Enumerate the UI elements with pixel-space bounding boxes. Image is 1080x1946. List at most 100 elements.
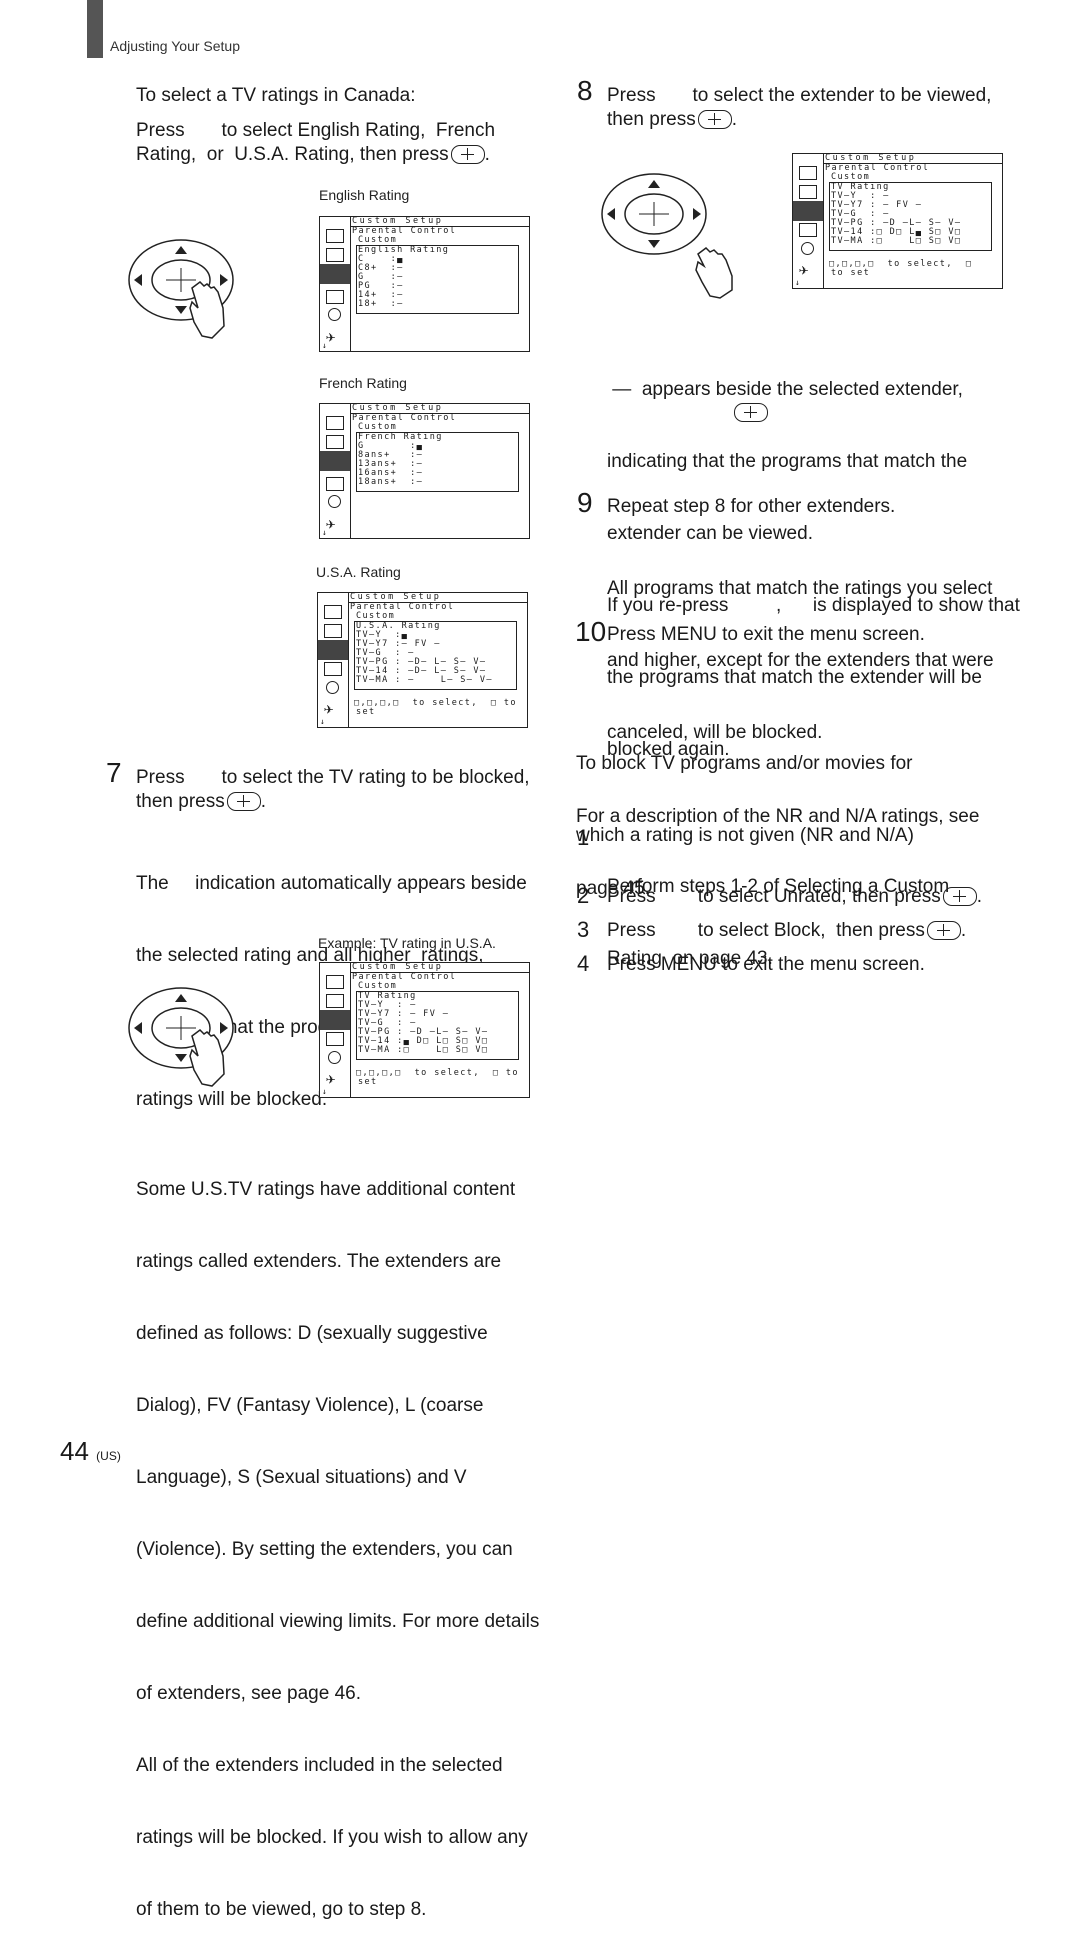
menu-footer: □,□,□,□ to select, □ to <box>354 698 517 708</box>
section-title: Adjusting Your Setup <box>110 38 240 54</box>
substep-2-text: Press to select Unrated, then press. <box>607 886 982 907</box>
step-8-line1: Press to select the extender to be viewe… <box>607 85 992 106</box>
rating-box-title: French Rating <box>358 432 443 442</box>
step-9-body: All programs that match the ratings you … <box>607 578 994 743</box>
timer-icon <box>328 1051 341 1064</box>
rating-row: 18ans+ :— <box>358 477 424 487</box>
rating-row: TV—G : — <box>831 209 890 219</box>
rating-box-title: U.S.A. Rating <box>356 621 441 631</box>
block-heading: To block TV programs and/or movies for w… <box>576 753 914 846</box>
scroll-arrow-icon: ↓ <box>320 717 325 726</box>
menu-icon-column: ✈ ↓ <box>793 154 824 288</box>
step-9-line: Repeat step 8 for other extenders. <box>607 496 896 517</box>
rating-row: TV—Y7 : — FV — <box>831 200 923 210</box>
menu-icon-column: ✈ ↓ <box>318 593 349 727</box>
antenna-icon: ✈ <box>324 699 334 718</box>
substep-3-number: 3 <box>577 917 590 942</box>
menu-footer: set <box>356 707 376 717</box>
setup-icon <box>320 451 350 471</box>
step-8-number: 8 <box>577 75 593 106</box>
menu-sub2: Custom <box>831 172 871 182</box>
rating-row: TV—Y7 :— FV — <box>356 639 441 649</box>
menu-title: Custom Setup <box>350 404 529 414</box>
rating-row: 14+ :— <box>358 290 404 300</box>
menu-sub2: Custom <box>358 422 398 432</box>
rating-row: TV—14 :□ D□ L▄ S□ V□ <box>831 227 962 237</box>
setup-icon <box>320 264 350 284</box>
picture-icon <box>799 166 817 180</box>
step-7-line2: then press. <box>136 791 267 812</box>
canada-heading: To select a TV ratings in Canada: <box>136 85 416 106</box>
rating-row: TV—PG : —D— L— S— V— <box>356 657 487 667</box>
substep-4-number: 4 <box>577 951 590 976</box>
antenna-icon: ✈ <box>326 514 336 533</box>
rating-row: TV—PG : —D —L— S— V— <box>358 1027 489 1037</box>
setup-icon <box>793 201 823 221</box>
rating-row: TV—14 : —D— L— S— V— <box>356 666 487 676</box>
picture-icon <box>326 416 344 430</box>
joystick-icon <box>926 921 961 941</box>
rating-box-title: English Rating <box>358 245 450 255</box>
menu-footer: to set <box>831 268 871 278</box>
menu-title: Custom Setup <box>348 593 527 603</box>
caption-usa-rating: U.S.A. Rating <box>316 564 401 580</box>
rating-box: TV Rating TV—Y : — TV—Y7 : — FV — TV—G :… <box>829 182 992 251</box>
rating-row: G :▄ <box>358 441 424 451</box>
menu-step8-tv-rating: ✈ ↓ Custom Setup Parental Control Custom… <box>792 153 1003 289</box>
joystick-icon <box>734 403 768 422</box>
rating-row: TV—MA : — L— S— V— <box>356 675 493 685</box>
block-description: For a description of the NR and N/A rati… <box>576 806 980 899</box>
rating-row: 13ans+ :— <box>358 459 424 469</box>
rating-row: TV—Y : — <box>831 191 890 201</box>
rating-row: TV—14 :▄ D□ L□ S□ V□ <box>358 1036 489 1046</box>
menu-sub2: Custom <box>358 981 398 991</box>
scroll-arrow-icon: ↓ <box>322 341 327 350</box>
rating-row: TV—G : — <box>358 1018 417 1028</box>
menu-sub1: Parental Control <box>825 163 930 173</box>
scroll-arrow-icon: ↓ <box>795 278 800 287</box>
rating-row: 18+ :— <box>358 299 404 309</box>
substep-2-number: 2 <box>577 883 590 908</box>
timer-icon <box>328 495 341 508</box>
extenders-description: Some U.S.TV ratings have additional cont… <box>136 1179 540 1920</box>
sound-icon <box>326 435 344 449</box>
channel-icon <box>326 477 344 491</box>
menu-sub2: Custom <box>358 235 398 245</box>
remote-control-icon <box>128 239 234 339</box>
channel-icon <box>324 662 342 676</box>
antenna-icon: ✈ <box>326 1069 336 1088</box>
channel-icon <box>326 1032 344 1046</box>
substep-3-text: Press to select Block, then press. <box>607 920 967 941</box>
rating-row: G :— <box>358 272 404 282</box>
rating-row: TV—PG : —D —L— S— V— <box>831 218 962 228</box>
timer-icon <box>326 681 339 694</box>
picture-icon <box>324 605 342 619</box>
canada-instruction-line1: Press to select English Rating, French <box>136 120 496 141</box>
rating-row: C :▄ <box>358 254 404 264</box>
joystick-icon <box>697 110 732 130</box>
step-7-number: 7 <box>106 757 122 788</box>
menu-footer: □,□,□,□ to select, □ <box>829 259 973 269</box>
joystick-icon <box>942 887 977 907</box>
joystick-icon <box>450 145 485 165</box>
rating-box-title: TV Rating <box>831 182 890 192</box>
rating-box: TV Rating TV—Y : — TV—Y7 : — FV — TV—G :… <box>356 991 519 1060</box>
rating-row: TV—Y : — <box>358 1000 417 1010</box>
canada-instruction-line2: Rating, or U.S.A. Rating, then press. <box>136 144 490 165</box>
rating-box-title: TV Rating <box>358 991 417 1001</box>
remote-control-icon <box>601 173 733 299</box>
caption-example: Example: TV rating in U.S.A. <box>318 935 496 951</box>
picture-icon <box>326 975 344 989</box>
rating-box: French Rating G :▄ 8ans+ :— 13ans+ :— 16… <box>356 432 519 492</box>
picture-icon <box>326 229 344 243</box>
rating-row: TV—G : — <box>356 648 415 658</box>
menu-title: Custom Setup <box>350 963 529 973</box>
setup-icon <box>318 640 348 660</box>
menu-usa-rating: ✈ ↓ Custom Setup Parental Control Custom… <box>317 592 528 728</box>
menu-sub2: Custom <box>356 611 396 621</box>
page-number: 44 (US) <box>60 1436 121 1466</box>
menu-icon-column: ✈ ↓ <box>320 217 351 351</box>
caption-french-rating: French Rating <box>319 375 407 391</box>
rating-row: 16ans+ :— <box>358 468 424 478</box>
section-marker <box>87 0 103 58</box>
